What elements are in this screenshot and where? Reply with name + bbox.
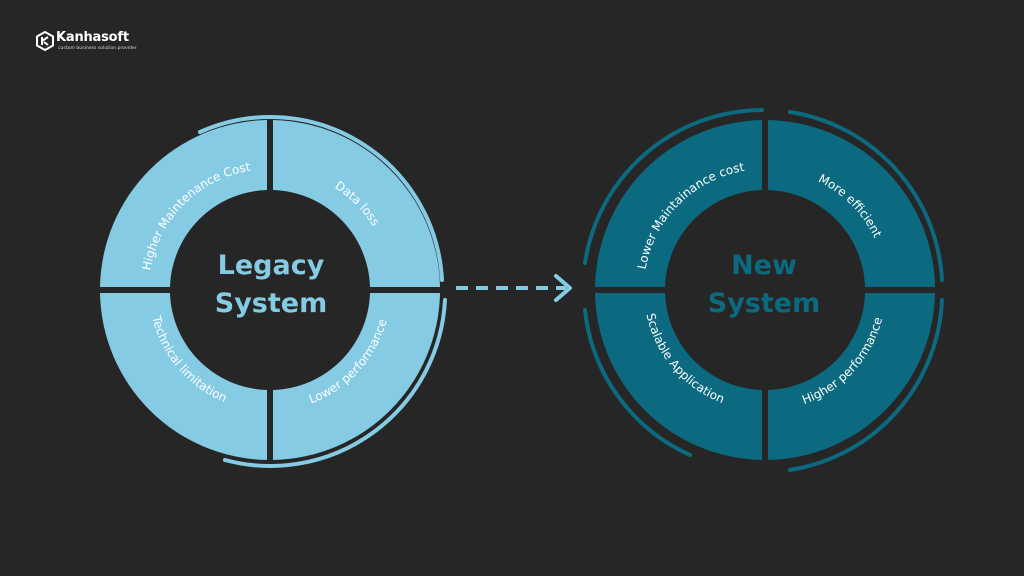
legacy-segment-top-right: [273, 120, 440, 287]
legacy-title-line2: System: [215, 288, 327, 319]
logo-tagline: custom business solution provider: [58, 46, 137, 51]
new-title-line2: System: [708, 288, 820, 319]
legacy-title-line1: Legacy: [218, 250, 325, 281]
kanhasoft-logo: Kanhasoft custom business solution provi…: [36, 30, 156, 56]
logo-brand-name: Kanhasoft: [56, 30, 129, 45]
legacy-segment-top-left: [100, 120, 267, 287]
new-segment-top-right: [768, 120, 935, 287]
new-outer-arc-top: [583, 108, 764, 265]
new-outer-arc-top-right: [788, 110, 944, 282]
legacy-outer-arc-bottom: [223, 298, 447, 468]
kanhasoft-cube-icon: [36, 31, 54, 51]
new-outer-arc-bottom-right: [788, 298, 944, 472]
legacy-system-ring: Higher Maintenance Cost Data loss Techni…: [100, 115, 447, 468]
legacy-outer-arc-top: [198, 115, 444, 282]
new-title-line1: New: [731, 250, 797, 281]
legacy-segment-bottom-left: [100, 293, 267, 460]
new-segment-bottom-left: [595, 293, 762, 460]
new-segment-bottom-right: [768, 293, 935, 460]
new-outer-arc-bottom-left: [583, 308, 692, 457]
new-segment-top-left: [595, 120, 762, 287]
new-system-ring: Lower Maintainance cost More efficient S…: [583, 108, 944, 472]
legacy-segment-bottom-right: [273, 293, 440, 460]
dashed-arrow-right-icon: [456, 274, 572, 302]
